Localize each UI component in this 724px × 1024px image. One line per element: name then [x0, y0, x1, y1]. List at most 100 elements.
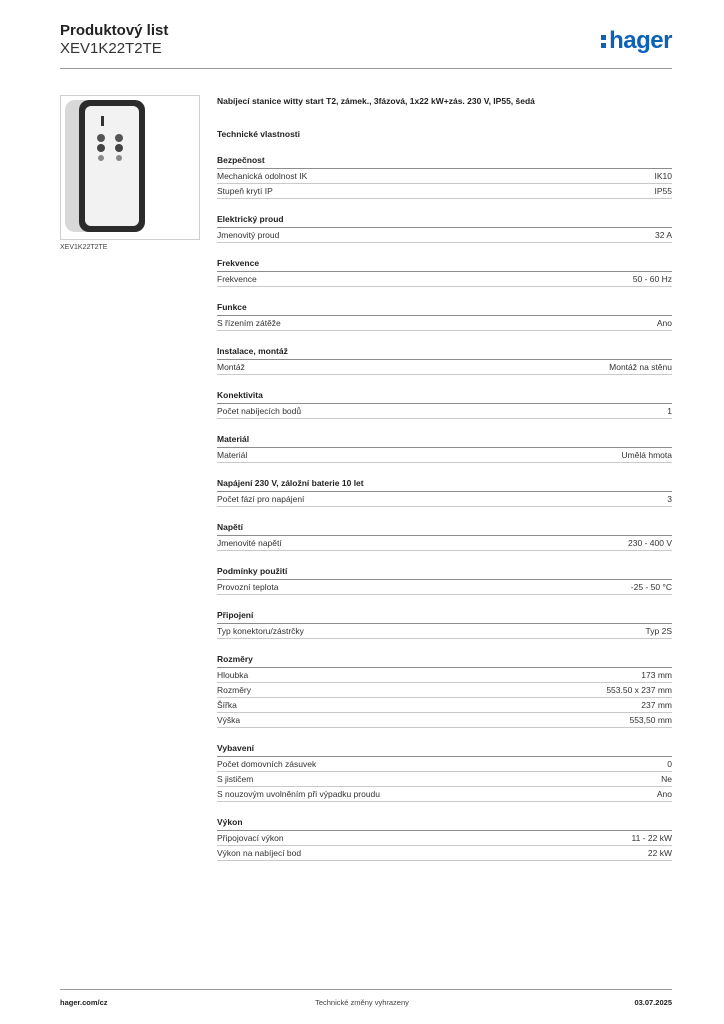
spec-group-title: Vybavení	[217, 743, 672, 757]
spec-label: S nouzovým uvolněním při výpadku proudu	[217, 789, 381, 799]
spec-group: Instalace, montáž Montáž Montáž na stěnu	[217, 346, 672, 375]
spec-group: Napětí Jmenovité napětí 230 - 400 V	[217, 522, 672, 551]
spec-row: Počet fází pro napájení 3	[217, 492, 672, 507]
spec-group: Napájení 230 V, záložní baterie 10 let P…	[217, 478, 672, 507]
spec-value: 237 mm	[641, 700, 672, 710]
header-divider	[60, 68, 672, 69]
footer-divider	[60, 989, 672, 990]
spec-group: Bezpečnost Mechanická odolnost IK IK10 St…	[217, 155, 672, 199]
spec-value: 0	[667, 759, 672, 769]
spec-group: Rozměry Hloubka 173 mm Rozměry 553.50 x 23…	[217, 654, 672, 728]
product-image	[60, 95, 200, 240]
spec-group: Frekvence Frekvence 50 - 60 Hz	[217, 258, 672, 287]
spec-value: Umělá hmota	[621, 450, 672, 460]
spec-value: IK10	[654, 171, 673, 181]
spec-label: Montáž	[217, 362, 245, 372]
specs-heading: Technické vlastnosti	[217, 129, 300, 139]
website-link[interactable]: hager.com/cz	[60, 998, 108, 1007]
disclaimer-text: Technické změny vyhrazeny	[315, 998, 409, 1007]
spec-value: Ne	[661, 774, 672, 784]
spec-label: S řízením zátěže	[217, 318, 281, 328]
spec-row: Typ konektoru/zástrčky Typ 2S	[217, 624, 672, 639]
spec-row: S nouzovým uvolněním při výpadku proudu A…	[217, 787, 672, 802]
spec-row: Materiál Umělá hmota	[217, 448, 672, 463]
spec-group-title: Výkon	[217, 817, 672, 831]
spec-value: 32 A	[654, 230, 672, 240]
page-header: Produktový list XEV1K22T2TE hager	[60, 22, 672, 68]
spec-row: Mechanická odolnost IK IK10	[217, 169, 672, 184]
spec-value: 22 kW	[647, 848, 672, 858]
spec-value: 553,50 mm	[629, 715, 672, 725]
spec-value: 3	[667, 494, 672, 504]
spec-row: Provozní teplota -25 - 50 °C	[217, 580, 672, 595]
spec-group: Podmínky použití Provozní teplota -25 - 5…	[217, 566, 672, 595]
spec-value: IP55	[654, 186, 673, 196]
spec-group: Funkce S řízením zátěže Ano	[217, 302, 672, 331]
spec-row: Výška 553,50 mm	[217, 713, 672, 728]
spec-value: Ano	[656, 318, 672, 328]
spec-label: Mechanická odolnost IK	[217, 171, 308, 181]
spec-label: Materiál	[217, 450, 248, 460]
image-caption: XEV1K22T2TE	[60, 244, 108, 251]
spec-group: Elektrický proud Jmenovitý proud 32 A	[217, 214, 672, 243]
spec-label: Rozměry	[217, 685, 252, 695]
spec-row: Frekvence 50 - 60 Hz	[217, 272, 672, 287]
spec-label: S jističem	[217, 774, 254, 784]
spec-value: 173 mm	[641, 670, 672, 680]
spec-row: Montáž Montáž na stěnu	[217, 360, 672, 375]
spec-row: Šířka 237 mm	[217, 698, 672, 713]
spec-value: 11 - 22 kW	[631, 833, 672, 843]
spec-label: Stupeň krytí IP	[217, 186, 273, 196]
logo-text: hager	[609, 27, 672, 54]
spec-row: Připojovací výkon 11 - 22 kW	[217, 831, 672, 846]
spec-value: 50 - 60 Hz	[632, 274, 672, 284]
spec-label: Provozní teplota	[217, 582, 279, 592]
spec-group-title: Materiál	[217, 434, 672, 448]
spec-group: Připojení Typ konektoru/zástrčky Typ 2S	[217, 610, 672, 639]
product-reference: XEV1K22T2TE	[60, 40, 162, 57]
spec-row: Jmenovitý proud 32 A	[217, 228, 672, 243]
spec-group-title: Připojení	[217, 610, 672, 624]
spec-group-title: Funkce	[217, 302, 672, 316]
spec-row: Hloubka 173 mm	[217, 668, 672, 683]
spec-value: -25 - 50 °C	[630, 582, 672, 592]
spec-group-title: Instalace, montáž	[217, 346, 672, 360]
spec-group-title: Rozměry	[217, 654, 672, 668]
spec-label: Typ konektoru/zástrčky	[217, 626, 304, 636]
spec-label: Výkon na nabíjecí bod	[217, 848, 302, 858]
product-sheet-main: Nabíjecí stanice witty start T2, zámek.,…	[217, 96, 672, 861]
spec-label: Počet fází pro napájení	[217, 494, 305, 504]
spec-label: Hloubka	[217, 670, 249, 680]
spec-row: Rozměry 553.50 x 237 mm	[217, 683, 672, 698]
spec-value: 1	[667, 406, 672, 416]
spec-group-title: Konektivita	[217, 390, 672, 404]
spec-group-title: Bezpečnost	[217, 155, 672, 169]
spec-row: Výkon na nabíjecí bod 22 kW	[217, 846, 672, 861]
spec-label: Výška	[217, 715, 241, 725]
spec-value: 230 - 400 V	[628, 538, 672, 548]
logo-dots-icon	[601, 28, 607, 48]
spec-value: Typ 2S	[645, 626, 672, 636]
spec-label: Frekvence	[217, 274, 257, 284]
spec-value: 553.50 x 237 mm	[606, 685, 672, 695]
spec-value: Ano	[656, 789, 672, 799]
spec-label: Jmenovitý proud	[217, 230, 280, 240]
spec-group-title: Frekvence	[217, 258, 672, 272]
spec-label: Šířka	[217, 700, 237, 710]
spec-row: Stupeň krytí IP IP55	[217, 184, 672, 199]
spec-group-title: Napájení 230 V, záložní baterie 10 let	[217, 478, 672, 492]
spec-group-title: Podmínky použití	[217, 566, 672, 580]
spec-value: Montáž na stěnu	[609, 362, 672, 372]
spec-label: Připojovací výkon	[217, 833, 284, 843]
spec-group-title: Napětí	[217, 522, 672, 536]
spec-label: Jmenovité napětí	[217, 538, 282, 548]
spec-group-title: Elektrický proud	[217, 214, 672, 228]
print-date: 03.07.2025	[634, 998, 672, 1007]
product-description: Nabíjecí stanice witty start T2, zámek.,…	[217, 96, 535, 106]
charging-station-icon	[65, 100, 145, 232]
